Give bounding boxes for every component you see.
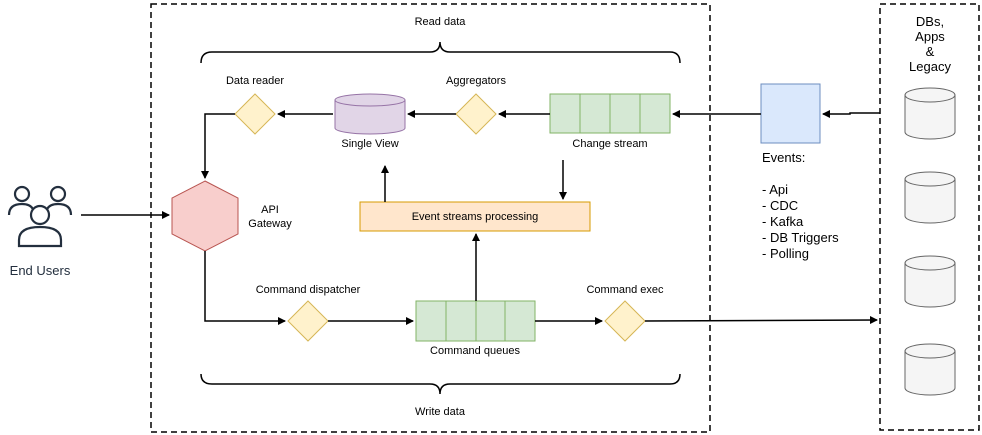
single-view-cylinder	[334, 93, 406, 135]
events-item: - Polling	[762, 246, 809, 261]
arrow-reader-to-gateway	[201, 113, 235, 179]
command-exec-label: Command exec	[586, 284, 664, 296]
read-data-brace	[200, 41, 681, 64]
single-view-label: Single View	[341, 138, 399, 150]
user-right-body	[46, 202, 73, 216]
db-cylinder	[904, 343, 956, 396]
aggregators-diamond	[455, 93, 497, 135]
user-center-body	[17, 225, 63, 248]
api-gateway-label-line2: Gateway	[248, 218, 292, 230]
user-left-head	[13, 185, 31, 203]
event-streams-processing-label: Event streams processing	[411, 210, 539, 223]
user-center-head	[29, 204, 51, 226]
events-item: - Kafka	[762, 214, 804, 229]
system-boundary	[150, 3, 711, 433]
events-title: Events:	[762, 150, 806, 165]
databases-title-line3: Legacy	[909, 59, 951, 74]
change-stream-queue	[549, 93, 671, 134]
end-users-icon	[7, 185, 73, 248]
command-queues-label: Command queues	[430, 345, 520, 357]
command-dispatcher-label: Command dispatcher	[255, 284, 361, 296]
api-gateway-label-line1: API	[261, 204, 279, 216]
write-data-label: Write data	[415, 406, 465, 418]
api-gateway-hexagon	[171, 180, 239, 252]
events-source-box	[760, 83, 821, 144]
db-cylinder	[904, 171, 956, 224]
data-reader-label: Data reader	[225, 75, 285, 87]
end-users-label: End Users	[9, 263, 71, 278]
command-queues	[415, 300, 536, 342]
command-exec-diamond	[604, 300, 646, 342]
user-right-head	[49, 185, 67, 203]
events-item: - CDC	[762, 198, 799, 213]
read-data-label: Read data	[414, 16, 466, 28]
arrow-gateway-to-dispatcher	[204, 251, 286, 325]
command-dispatcher-diamond	[287, 300, 329, 342]
external-systems-boundary	[879, 3, 980, 431]
event-streams-processing-box	[359, 201, 591, 232]
events-list: Events: - Api - CDC - Kafka - DB Trigger…	[762, 150, 839, 262]
data-reader-diamond	[234, 93, 276, 135]
user-left-body	[7, 202, 34, 216]
change-stream-label: Change stream	[572, 138, 648, 150]
events-item: - Api	[762, 182, 789, 197]
write-data-brace	[200, 373, 681, 395]
arrow-exec-to-dbs	[644, 316, 878, 325]
events-item: - DB Triggers	[762, 230, 839, 245]
databases-title-line2: &	[925, 44, 935, 59]
db-cylinder	[904, 255, 956, 308]
arrow-dbs-to-events	[822, 110, 880, 118]
db-cylinder	[904, 87, 956, 140]
databases-title: DBs, Apps & Legacy	[904, 14, 956, 74]
aggregators-label: Aggregators	[446, 75, 506, 87]
databases-title-line1: DBs, Apps	[915, 14, 945, 44]
